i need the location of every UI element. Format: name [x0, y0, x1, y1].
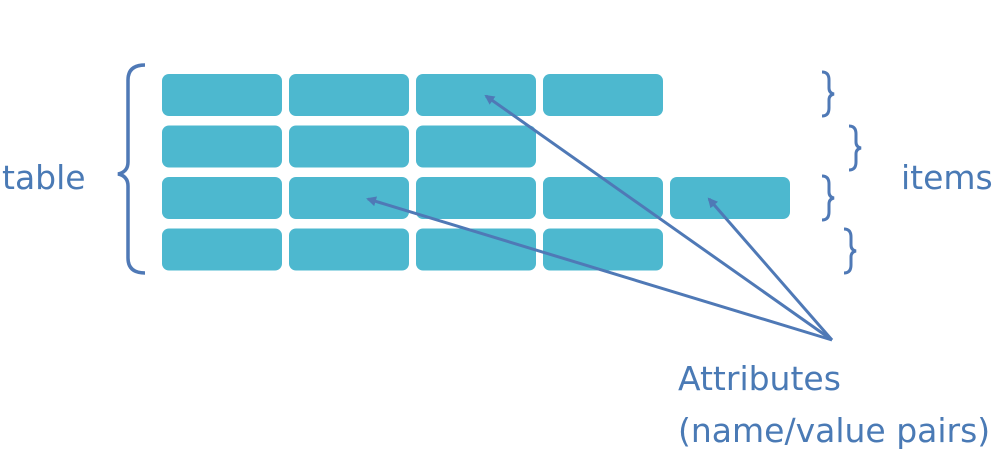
attribute-cell: [289, 74, 409, 116]
attribute-cell: [416, 177, 536, 219]
attribute-cell: [162, 177, 282, 219]
attribute-cell: [543, 177, 663, 219]
attribute-cell: [416, 125, 536, 168]
item-brace-2: [848, 124, 862, 172]
attribute-cell: [416, 228, 536, 271]
attributes-sublabel: (name/value pairs): [678, 411, 991, 450]
attribute-cell: [162, 228, 282, 271]
attribute-cell: [162, 125, 282, 168]
table-bracket: [117, 63, 146, 275]
attribute-cell: [543, 74, 663, 116]
items-label: items: [901, 158, 993, 197]
item-brace-3: [821, 174, 835, 222]
attribute-cell: [670, 177, 790, 219]
attributes-label: Attributes: [678, 359, 841, 398]
table-label: table: [2, 158, 86, 197]
attribute-cell: [289, 125, 409, 168]
attribute-cell: [289, 228, 409, 271]
attribute-cell: [162, 74, 282, 116]
attribute-cell: [289, 177, 409, 219]
attribute-arrow-1: [484, 94, 833, 342]
attribute-cell: [543, 228, 663, 271]
item-brace-4: [843, 227, 857, 275]
attribute-cells: [162, 74, 790, 271]
attribute-arrow-3: [707, 197, 834, 341]
attribute-arrow-2: [366, 196, 833, 342]
attribute-cell: [416, 74, 536, 116]
item-brace-1: [821, 70, 835, 118]
